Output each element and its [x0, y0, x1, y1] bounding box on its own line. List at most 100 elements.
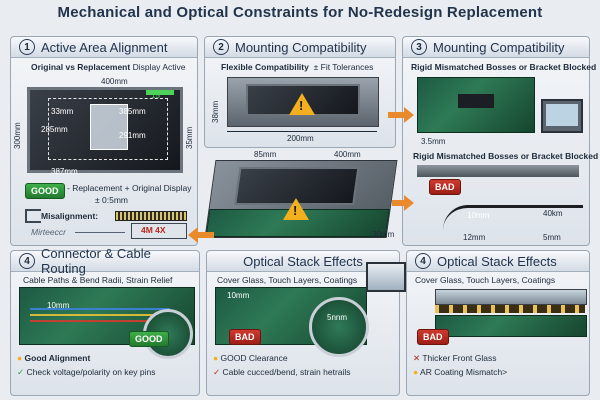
panel-active-area: 1 Active Area Alignment Original vs Repl… — [10, 36, 198, 246]
flex-cable — [443, 205, 583, 230]
misalignment-value-box — [131, 223, 187, 239]
warning-dot-icon: ● — [17, 353, 23, 363]
dim-3-5: 3.5mm — [421, 137, 446, 146]
dim-10: 10mm — [467, 211, 490, 220]
cable-blue — [30, 308, 170, 310]
dim-5: 5nnm — [327, 313, 348, 322]
panel-header: 2 Mounting Compatibility — [205, 37, 395, 58]
step-number: 4 — [415, 253, 431, 269]
bad-badge: BAD — [429, 179, 461, 195]
panel-optical-stack-1: Optical Stack Effects Cover Glass, Touch… — [206, 250, 400, 396]
bad-badge: BAD — [417, 329, 449, 345]
reference-display — [541, 99, 583, 133]
dim-291: 291mm — [119, 131, 146, 140]
panel-subtitle: Cover Glass, Touch Layers, Coatings — [415, 275, 556, 285]
dim-35: 35mm — [185, 126, 194, 149]
cable-note: ✓ Cable cucced/bend, strain hetrails — [213, 367, 351, 377]
rigid-bracket — [417, 165, 579, 177]
dim-10: 10mm — [227, 291, 250, 300]
panel-optical-stack-2: 4 Optical Stack Effects Cover Glass, Tou… — [406, 250, 590, 396]
bad-badge: BAD — [229, 329, 261, 345]
panel-subtitle: Flexible Compatibility ± Fit Tolerances — [221, 62, 374, 72]
panel-header: 1 Active Area Alignment — [11, 37, 197, 58]
led-strip — [435, 305, 585, 313]
panel-header: Optical Stack Effects — [207, 251, 399, 272]
center-dim-85: 85mm — [254, 150, 277, 159]
dim-285: 285mm — [41, 125, 68, 134]
step-number: 2 — [213, 39, 229, 55]
misalignment-ruler: Mirteeccr — [31, 227, 66, 237]
check-icon: ✓ — [17, 367, 25, 377]
dim-10: 10mm — [47, 301, 70, 310]
misalignment-values: 4M 4X — [141, 225, 166, 235]
panel-title: Optical Stack Effects — [243, 253, 363, 269]
arrow-to-bad — [392, 195, 414, 211]
step-number: 4 — [19, 253, 35, 269]
dim-bottom: 387mm — [51, 167, 78, 176]
badge-caption-tolerance: ± 0:5mm — [95, 195, 129, 205]
misalignment-label: Misalignment: — [41, 211, 99, 221]
good-badge: GOOD — [129, 331, 169, 347]
optical-pcb — [435, 315, 587, 337]
ruler-line — [75, 232, 125, 233]
display-frame — [27, 87, 183, 173]
x-icon: ✕ — [413, 353, 421, 363]
warning-dot-icon: ● — [213, 353, 219, 363]
cable-yellow — [30, 314, 170, 316]
misalignment-connector — [115, 211, 187, 221]
reference-display-screen — [546, 104, 578, 126]
clearance-note: ● GOOD Clearance — [213, 353, 288, 363]
dim-height: 38mm — [211, 100, 220, 123]
zoom-inset — [309, 297, 369, 357]
panel-header: 4 Connector & Cable Routing — [11, 246, 199, 276]
page-title: Mechanical and Optical Constraints for N… — [57, 4, 543, 21]
panel-header: 3 Mounting Compatibility — [403, 37, 589, 58]
replacement-area — [90, 104, 128, 150]
panel-subtitle: Rigid Mismatched Bosses or Bracket Block… — [411, 62, 597, 72]
step-number: 3 — [411, 39, 427, 55]
pcb-chip — [458, 94, 494, 108]
good-badge: GOOD — [25, 183, 65, 199]
cable-red — [30, 320, 170, 322]
misalignment-bracket-icon — [25, 209, 41, 223]
arrow-to-panel-3 — [388, 107, 414, 123]
panel-subtitle-2: Rigid Mismatched Bosses or Bracket Block… — [413, 151, 599, 161]
dim-small: 15 — [151, 91, 160, 100]
dim-33: 33mm — [51, 107, 74, 116]
green-offset-marker — [146, 90, 174, 95]
arrow-to-panel-4 — [188, 227, 214, 243]
dim-385: 385mm — [119, 107, 146, 116]
panel-title: Active Area Alignment — [41, 39, 168, 55]
panel-mounting-rigid: 3 Mounting Compatibility Rigid Mismatche… — [402, 36, 598, 246]
good-alignment-note: ● Good Alignment — [17, 353, 91, 363]
panel-subtitle: Cable Paths & Bend Radii, Strain Relief — [23, 275, 173, 285]
dim-width: 200mm — [287, 134, 314, 143]
active-area-outline — [48, 98, 168, 160]
thicker-glass-note: ✕ Thicker Front Glass — [413, 353, 497, 363]
ar-coating-note: ● AR Coating Mismatch> — [413, 367, 508, 377]
check-icon: ✓ — [213, 367, 221, 377]
display-thumbnail — [366, 262, 406, 292]
thick-glass-stack — [435, 289, 587, 305]
voltage-check-note: ✓ Check voltage/polarity on key pins — [17, 367, 156, 377]
dim-height: 300mm — [13, 122, 22, 149]
warning-dot-icon: ● — [413, 367, 419, 377]
panel-subtitle: Original vs Replacement Display Active — [31, 62, 186, 72]
panel-mounting-flexible: 2 Mounting Compatibility Flexible Compat… — [204, 36, 396, 148]
warning-icon: ! — [289, 93, 315, 115]
panel-connector-routing: 4 Connector & Cable Routing Cable Paths … — [10, 246, 200, 396]
dim-width-line — [227, 131, 377, 132]
badge-caption: - Replacement + Original Display — [67, 183, 192, 193]
panel-title: Optical Stack Effects — [437, 253, 557, 269]
step-number: 1 — [19, 39, 35, 55]
dim-total-width: 400mm — [101, 77, 128, 86]
panel-title: Mounting Compatibility — [235, 39, 367, 55]
center-dim-30: 30mm — [372, 230, 395, 239]
panel-header: 4 Optical Stack Effects — [407, 251, 589, 272]
panel-title: Mounting Compatibility — [433, 39, 565, 55]
panel-title: Connector & Cable Routing — [40, 246, 151, 276]
dim-40: 40km — [543, 209, 563, 218]
center-warning-icon: ! — [283, 198, 309, 220]
panel-subtitle: Cover Glass, Touch Layers, Coatings — [217, 275, 358, 285]
dim-5: 5mm — [543, 233, 561, 242]
